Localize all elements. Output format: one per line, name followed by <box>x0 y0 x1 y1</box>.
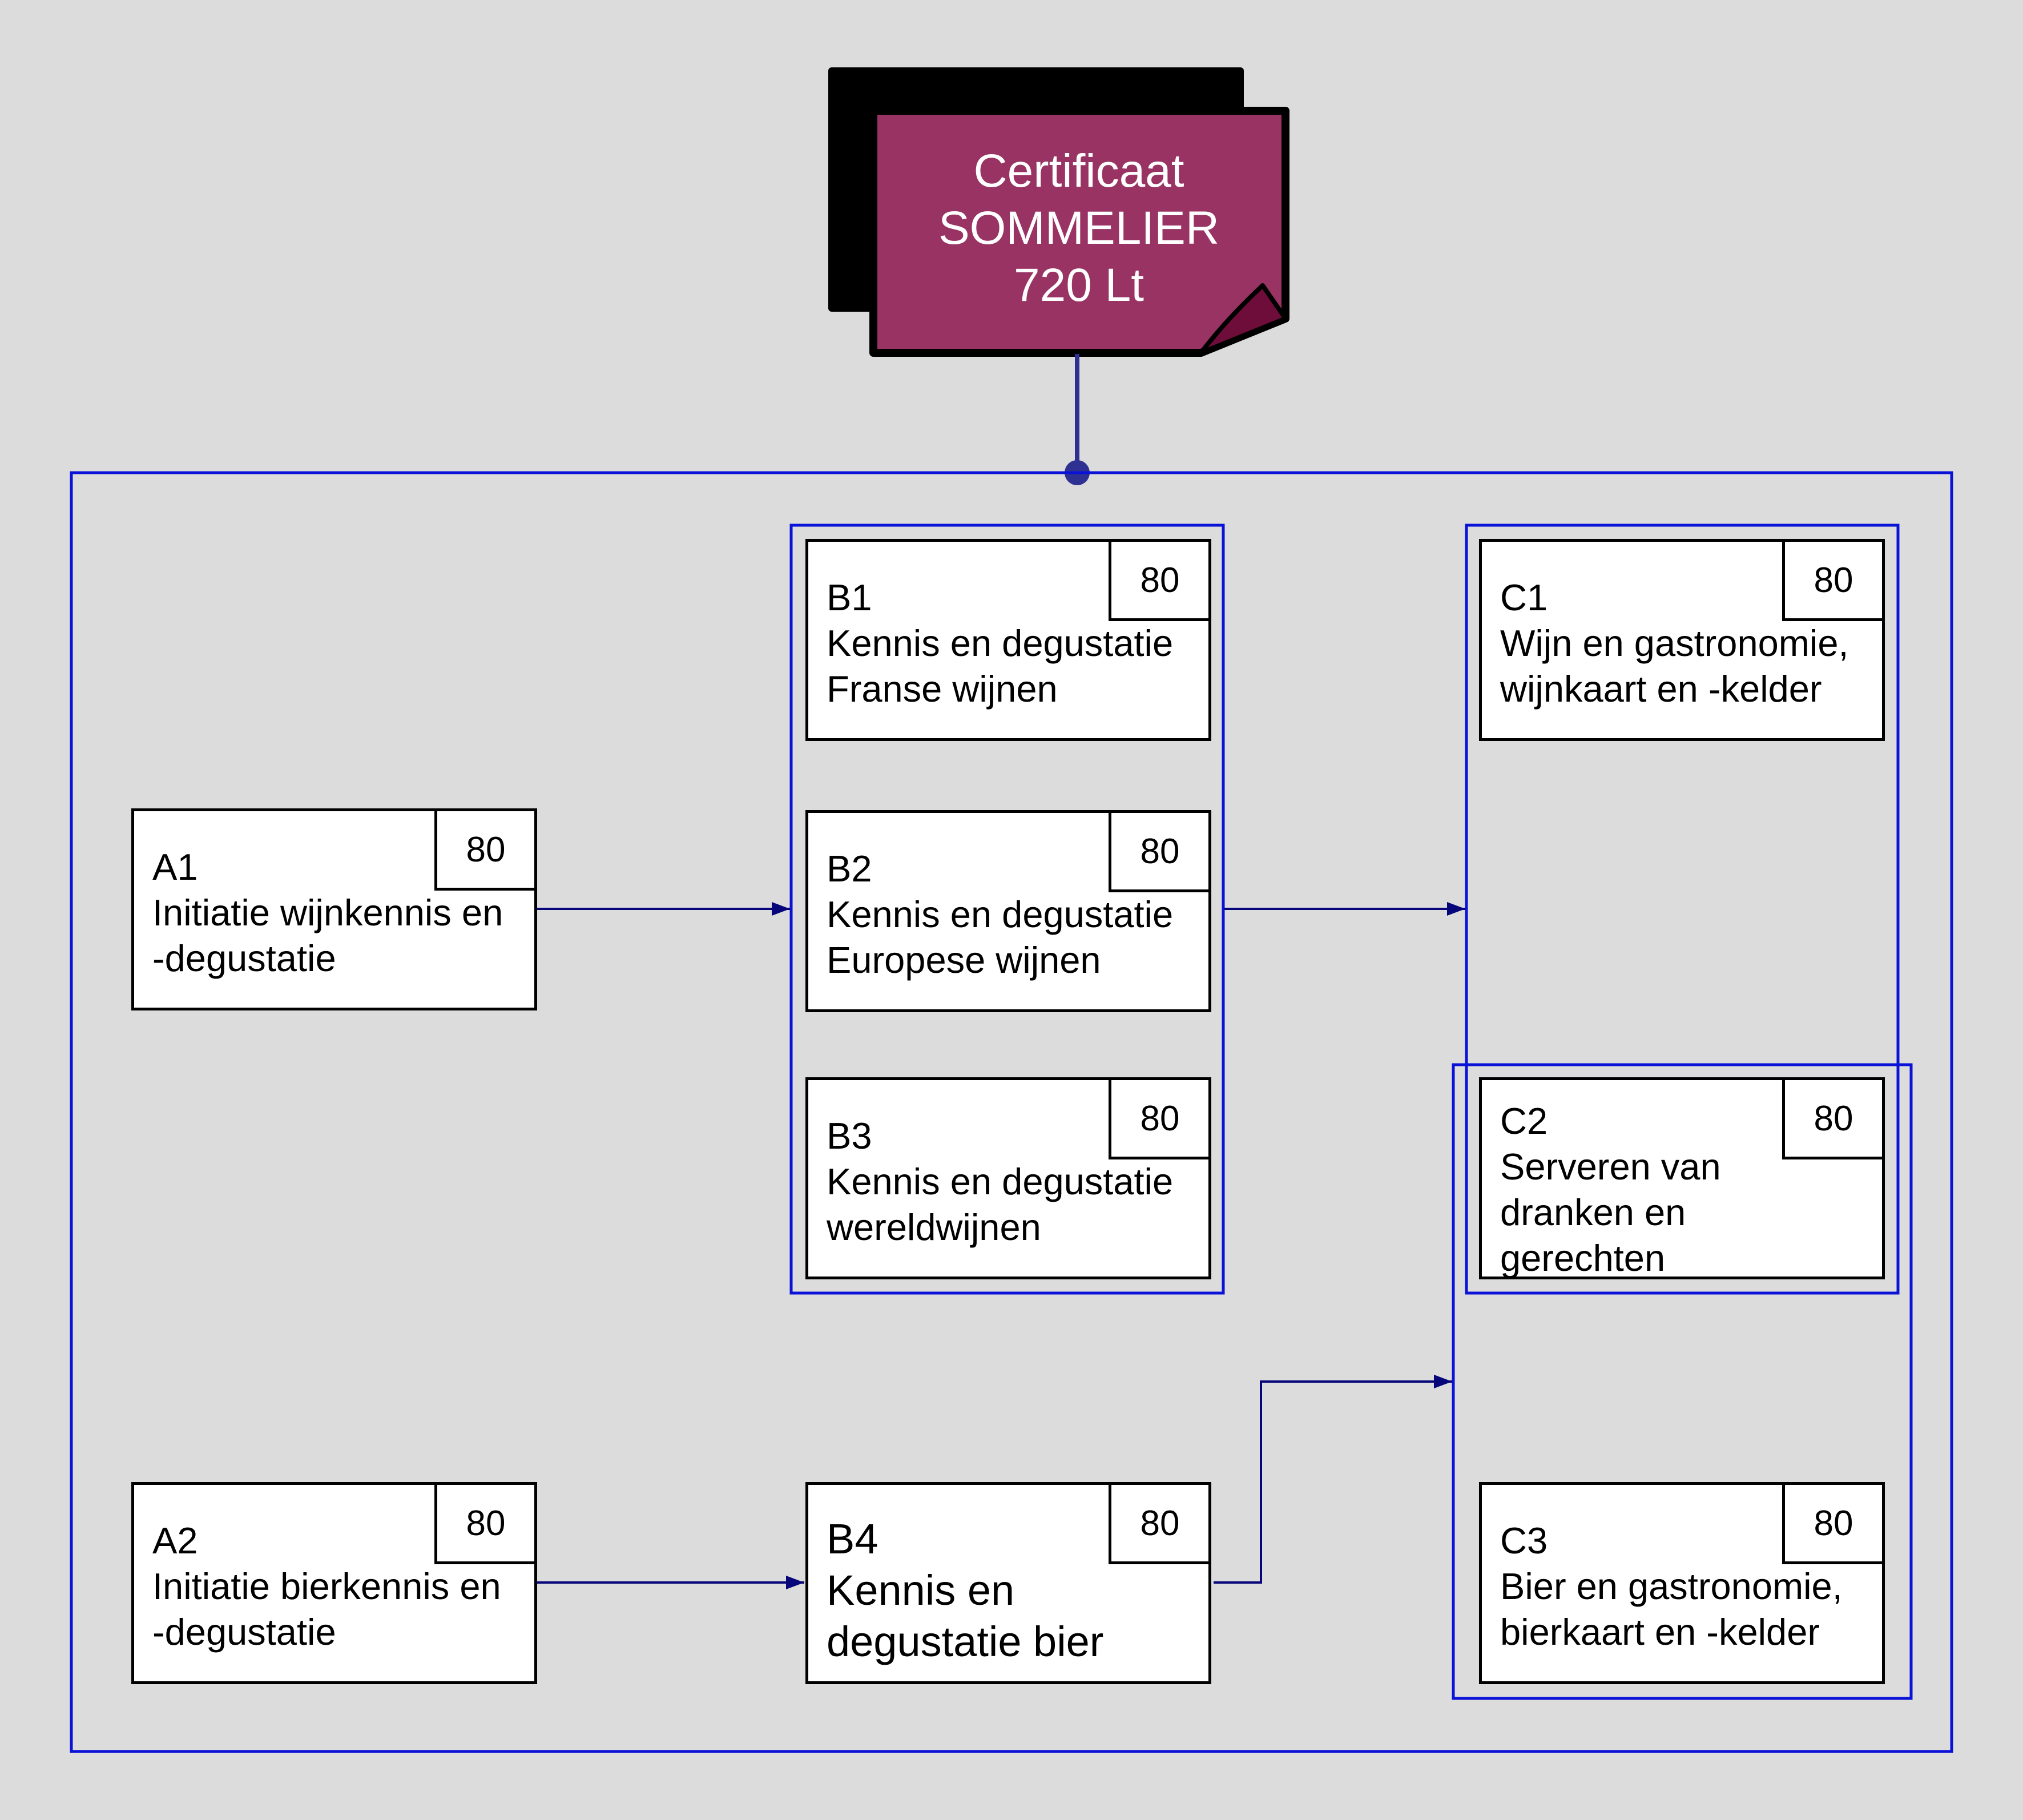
module-code: C2 <box>1500 1100 1548 1142</box>
hours-badge: 80 <box>1782 1077 1885 1159</box>
program-frame <box>70 471 1953 1753</box>
module-c1[interactable]: 80 C1 Wijn en gastronomie, wijnkaart en … <box>1479 539 1885 741</box>
module-code: B1 <box>827 577 872 618</box>
module-code: B4 <box>827 1515 878 1563</box>
module-label: C1 Wijn en gastronomie, wijnkaart en -ke… <box>1500 575 1871 712</box>
module-label: B3 Kennis en degustatie wereldwijnen <box>827 1113 1197 1250</box>
module-a1[interactable]: 80 A1 Initiatie wijnkennis en -degustati… <box>131 808 537 1010</box>
hours-badge: 80 <box>1782 1482 1885 1564</box>
module-title: Wijn en gastronomie, wijnkaart en -kelde… <box>1500 622 1849 710</box>
module-label: B2 Kennis en degustatie Europese wijnen <box>827 846 1197 983</box>
certificate-fold <box>1199 283 1288 355</box>
module-label: C3 Bier en gastronomie, bierkaart en -ke… <box>1500 1518 1871 1655</box>
module-code: C3 <box>1500 1520 1548 1561</box>
module-title: Kennis en degustatie Europese wijnen <box>827 893 1174 981</box>
module-title: Kennis en degustatie bier <box>827 1567 1104 1665</box>
certificate-node <box>828 67 1289 357</box>
group-frame-c2-c3 <box>1452 1063 1913 1700</box>
hours-badge: 80 <box>1109 810 1211 892</box>
certificate-line-3: 720 Lt <box>1014 259 1144 311</box>
module-c2[interactable]: 80 C2 Serveren van dranken en gerechten <box>1479 1077 1885 1279</box>
module-title: Initiatie wijnkennis en -degustatie <box>152 892 503 979</box>
hours-badge: 80 <box>1109 1077 1211 1159</box>
certificate-line-2: SOMMELIER <box>938 202 1220 254</box>
certificate-label: Certificaat SOMMELIER 720 Lt <box>885 143 1273 314</box>
group-frame-c1-c2 <box>1465 524 1900 1295</box>
hours-badge: 80 <box>1109 539 1211 621</box>
module-title: Bier en gastronomie, bierkaart en -kelde… <box>1500 1565 1843 1653</box>
module-code: B3 <box>827 1115 872 1157</box>
hours-badge: 80 <box>1109 1482 1211 1564</box>
module-b4[interactable]: 80 B4 Kennis en degustatie bier <box>805 1482 1211 1684</box>
module-label: A2 Initiatie bierkennis en -degustatie <box>152 1518 523 1655</box>
module-title: Kennis en degustatie Franse wijnen <box>827 622 1174 710</box>
module-code: A2 <box>152 1520 198 1561</box>
module-label: A1 Initiatie wijnkennis en -degustatie <box>152 844 523 981</box>
module-label: B1 Kennis en degustatie Franse wijnen <box>827 575 1197 712</box>
group-frame-b1-b3 <box>789 524 1225 1295</box>
hours-badge: 80 <box>434 808 537 891</box>
hours-badge: 80 <box>434 1482 537 1564</box>
module-label: C2 Serveren van dranken en gerechten <box>1500 1098 1871 1281</box>
module-b3[interactable]: 80 B3 Kennis en degustatie wereldwijnen <box>805 1077 1211 1279</box>
module-code: B2 <box>827 848 872 889</box>
module-title: Initiatie bierkennis en -degustatie <box>152 1565 501 1653</box>
arrow-b4-to-c <box>1214 1375 1452 1584</box>
module-code: A1 <box>152 846 198 888</box>
module-b1[interactable]: 80 B1 Kennis en degustatie Franse wijnen <box>805 539 1211 741</box>
module-title: Kennis en degustatie wereldwijnen <box>827 1161 1174 1248</box>
module-c3[interactable]: 80 C3 Bier en gastronomie, bierkaart en … <box>1479 1482 1885 1684</box>
module-label: B4 Kennis en degustatie bier <box>827 1513 1197 1668</box>
certificate-line-1: Certificaat <box>973 145 1184 197</box>
hours-badge: 80 <box>1782 539 1885 621</box>
module-code: C1 <box>1500 577 1548 618</box>
module-a2[interactable]: 80 A2 Initiatie bierkennis en -degustati… <box>131 1482 537 1684</box>
module-b2[interactable]: 80 B2 Kennis en degustatie Europese wijn… <box>805 810 1211 1012</box>
module-title: Serveren van dranken en gerechten <box>1500 1146 1721 1279</box>
